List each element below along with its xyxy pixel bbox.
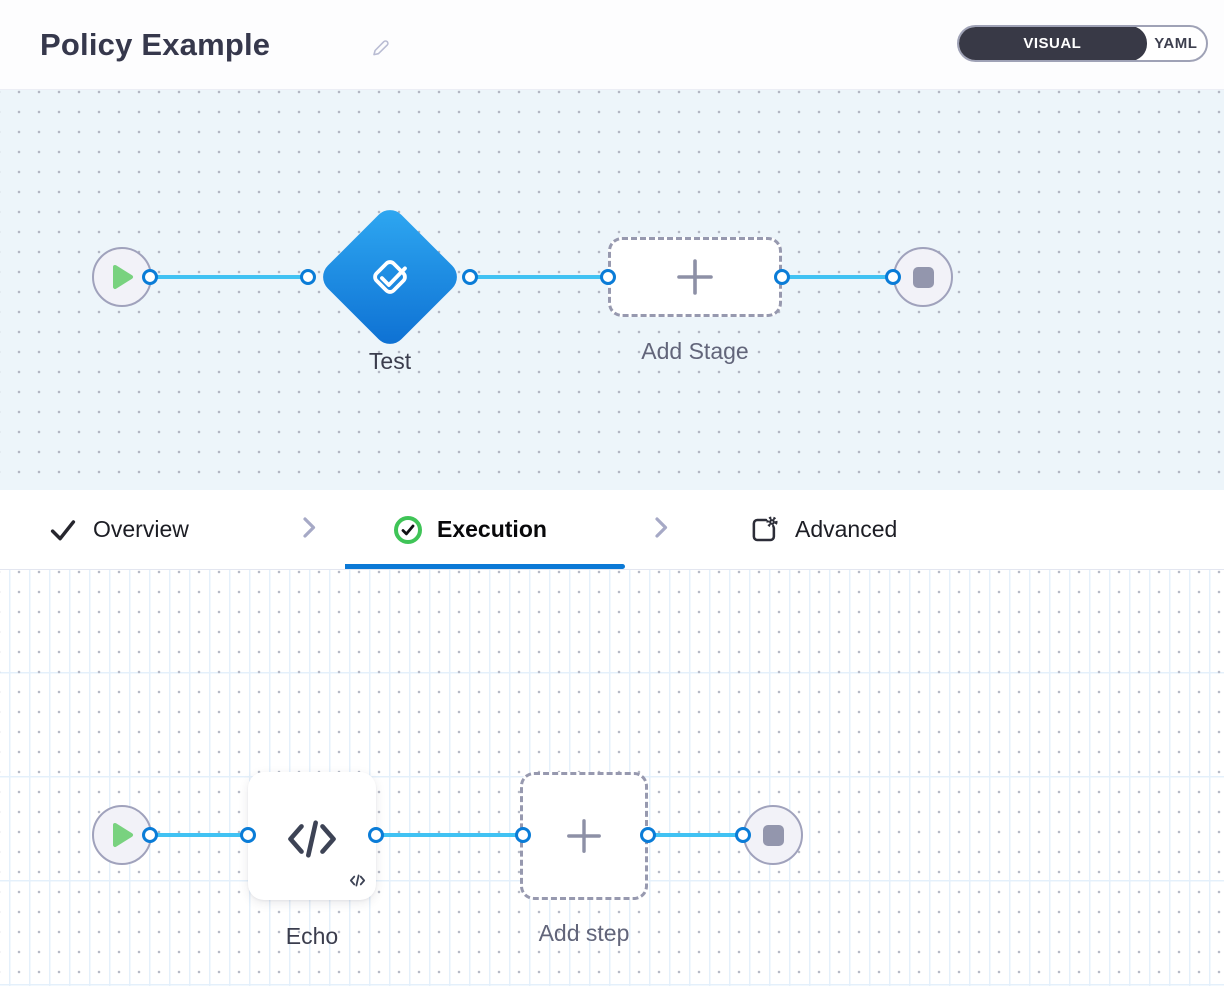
add-step-label: Add step (538, 920, 630, 946)
plus-icon (567, 819, 601, 853)
page-header: Policy Example VISUAL YAML (0, 0, 1224, 90)
edge-addstep-to-end (648, 833, 743, 837)
edge-start-to-step (150, 833, 248, 837)
check-circle-green-icon (394, 515, 422, 544)
steps-end-node[interactable] (743, 805, 803, 865)
code-badge-icon (349, 874, 366, 892)
custom-stage-check-icon (367, 254, 413, 300)
connector-port[interactable] (735, 827, 751, 843)
tab-execution[interactable]: Execution (394, 515, 547, 544)
connector-port[interactable] (462, 269, 478, 285)
stop-icon (762, 824, 784, 846)
edit-title-pencil-icon[interactable] (368, 36, 392, 60)
step-node-echo[interactable] (248, 772, 376, 900)
code-icon (283, 818, 341, 865)
stop-icon (912, 266, 934, 288)
check-icon (50, 519, 76, 540)
tab-advanced-label: Advanced (795, 516, 898, 542)
toggle-yaml-button[interactable]: YAML (1154, 35, 1198, 52)
connector-port[interactable] (885, 269, 901, 285)
add-stage-label: Add Stage (641, 338, 749, 364)
connector-port[interactable] (240, 827, 256, 843)
edge-stage-to-addstage (470, 275, 608, 279)
tab-advanced[interactable]: Advanced (748, 514, 897, 546)
stage-pipeline-canvas[interactable]: Test Add Stage (0, 90, 1224, 490)
execution-steps-canvas[interactable]: Echo Add step (0, 570, 1224, 986)
connector-port[interactable] (774, 269, 790, 285)
page-title: Policy Example (40, 26, 271, 62)
chevron-right-icon (296, 514, 322, 545)
chevron-right-icon (648, 514, 674, 545)
plus-icon (677, 259, 713, 295)
edge-step-to-addstep (376, 833, 523, 837)
stage-config-tabbar: Overview Execution Advanced (0, 490, 1224, 570)
stage-node-test[interactable] (316, 203, 464, 351)
add-step-button[interactable] (520, 772, 648, 900)
play-icon (113, 823, 133, 847)
step-label: Echo (285, 923, 339, 949)
edge-addstage-to-end (782, 275, 893, 279)
active-tab-indicator (345, 564, 625, 569)
toggle-visual-button[interactable]: VISUAL (959, 27, 1147, 60)
visual-yaml-toggle: VISUAL YAML (957, 25, 1208, 62)
connector-port[interactable] (515, 827, 531, 843)
stage-label: Test (368, 348, 412, 374)
tab-execution-label: Execution (437, 516, 547, 542)
tab-overview-label: Overview (93, 516, 189, 542)
add-stage-button[interactable] (608, 237, 782, 317)
edge-start-to-stage (150, 275, 308, 279)
connector-port[interactable] (640, 827, 656, 843)
connector-port[interactable] (600, 269, 616, 285)
advanced-settings-icon (752, 515, 778, 541)
connector-port[interactable] (368, 827, 384, 843)
tab-overview[interactable]: Overview (48, 515, 189, 545)
connector-port[interactable] (142, 827, 158, 843)
connector-port[interactable] (300, 269, 316, 285)
pipeline-end-node[interactable] (893, 247, 953, 307)
play-icon (113, 265, 133, 289)
connector-port[interactable] (142, 269, 158, 285)
